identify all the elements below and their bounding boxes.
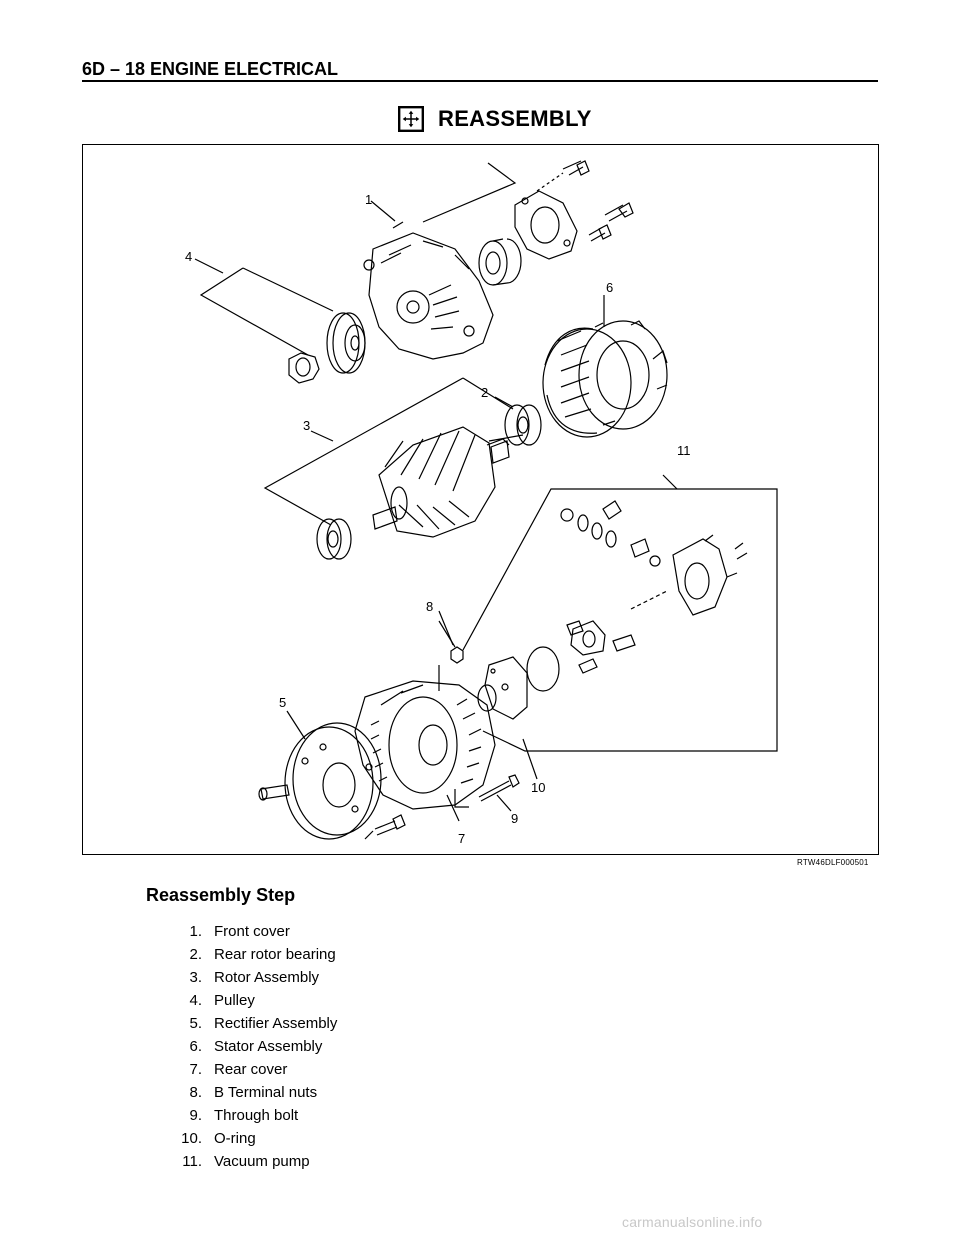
step-label: B Terminal nuts [214,1084,318,1101]
step-number: 10. [181,1130,202,1147]
step-label: Rear rotor bearing [214,946,336,963]
callout-6: 6 [606,280,614,295]
page-header: 6D – 18 ENGINE ELECTRICAL [82,58,878,82]
list-item: 7. Rear cover [170,1061,337,1084]
vacuum-pump-parts [560,500,748,674]
step-number: 2. [189,946,202,963]
through-bolt [454,774,520,808]
step-number: 5. [189,1015,202,1032]
callout-11: 11 [677,443,691,458]
step-number: 7. [189,1061,202,1078]
rear-screw [364,814,406,840]
step-number: 8. [189,1084,202,1101]
section-title-text: REASSEMBLY [438,106,592,131]
rotor-assembly [372,426,524,538]
stator-assembly [542,320,668,438]
step-label: O-ring [214,1130,256,1147]
step-number: 3. [189,969,202,986]
step-label: Rotor Assembly [214,969,320,986]
list-item: 2. Rear rotor bearing [170,946,337,969]
step-number: 6. [189,1038,202,1055]
reassembly-icon [398,106,424,132]
rear-cover [354,680,496,810]
callout-3: 3 [303,418,311,433]
list-item: 4. Pulley [170,992,337,1015]
list-item: 10. O-ring [170,1130,337,1153]
group-bracket-11 [462,474,778,752]
list-item: 5. Rectifier Assembly [170,1015,337,1038]
list-item: 6. Stator Assembly [170,1038,337,1061]
list-item: 8. B Terminal nuts [170,1084,337,1107]
alternator-exploded-view [194,160,778,840]
steps-heading: Reassembly Step [146,885,296,905]
rear-plate [484,656,528,720]
callout-1: 1 [365,192,373,207]
callout-9: 9 [511,811,519,826]
step-label: Front cover [214,923,290,940]
callout-10: 10 [531,780,546,795]
list-item: 3. Rotor Assembly [170,969,337,992]
callout-7: 7 [458,831,466,846]
rear-rotor-bearing [504,404,542,446]
step-number: 4. [189,992,202,1009]
step-label: Through bolt [214,1107,299,1124]
group-bracket-1 [392,162,517,229]
list-item: 11. Vacuum pump [170,1153,337,1176]
front-bearing [478,238,522,286]
retainer-screws [536,160,634,242]
front-rotor-bearing [316,518,352,560]
page-header-title: 6D – 18 ENGINE ELECTRICAL [82,59,339,79]
callout-2: 2 [481,385,489,400]
rectifier-assembly [258,722,382,840]
bearing-retainer-plate [514,190,578,260]
callout-4: 4 [185,249,193,264]
steps-list: 1. Front cover 2. Rear rotor bearing 3. Rot… [170,923,337,1176]
leader-lines [194,200,538,822]
watermark: carmanualsonline.info [622,1214,763,1230]
step-label: Stator Assembly [214,1038,323,1055]
exploded-diagram: 1 2 3 4 5 6 7 8 9 10 11 [82,144,879,855]
o-ring [526,646,560,692]
step-label: Rectifier Assembly [214,1015,338,1032]
step-label: Pulley [214,992,255,1009]
callout-8: 8 [426,599,434,614]
group-bracket-4 [199,267,334,356]
step-number: 9. [189,1107,202,1124]
figure-reference-code: RTW46DLF000501 [797,858,869,867]
list-item: 9. Through bolt [170,1107,337,1130]
list-item: 1. Front cover [170,923,337,946]
pulley [326,312,366,374]
pulley-nut [288,352,320,384]
step-label: Rear cover [214,1061,288,1078]
callout-5: 5 [279,695,287,710]
b-terminal-nut [438,620,464,691]
section-title: REASSEMBLY [398,104,592,134]
group-bracket-3 [263,377,514,526]
step-number: 11. [182,1153,202,1170]
front-cover [363,232,494,360]
step-label: Vacuum pump [214,1153,310,1170]
step-number: 1. [189,923,202,940]
